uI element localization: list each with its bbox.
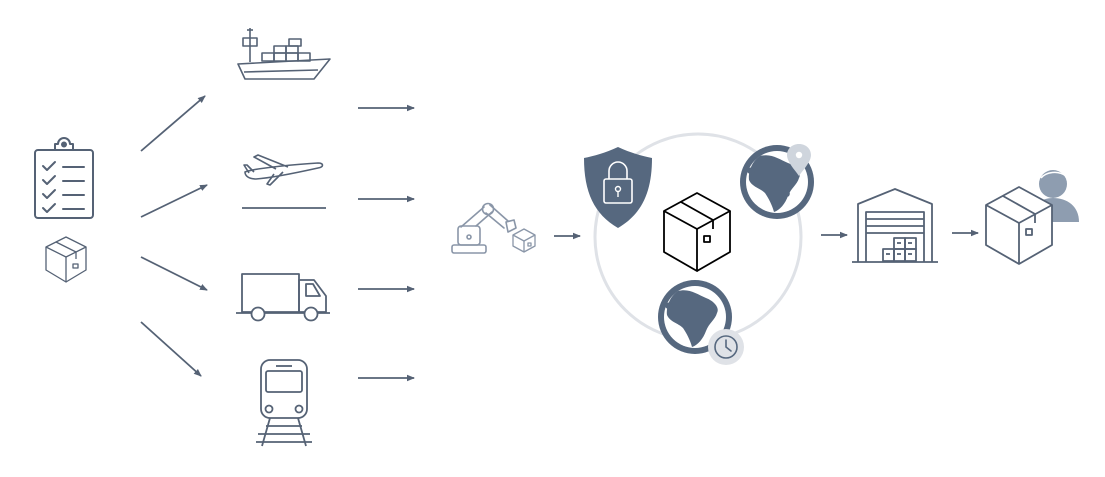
dispatch-arrows xyxy=(140,95,208,377)
warehouse-icon xyxy=(852,188,938,263)
arrow-to-road xyxy=(140,256,208,291)
arrow-to-air xyxy=(140,184,208,218)
package-box-icon xyxy=(663,192,731,272)
cargo-ship-icon xyxy=(237,28,331,80)
truck-icon xyxy=(236,273,330,322)
arrow-to-rail xyxy=(140,321,202,377)
train-icon xyxy=(256,359,312,447)
clipboard-checklist-icon xyxy=(34,137,94,219)
globe-clock-icon xyxy=(658,280,744,365)
arrow-to-sea xyxy=(140,95,206,152)
robot-arm-icon xyxy=(451,202,517,254)
customer-package-icon xyxy=(985,186,1053,265)
small-parcel-icon xyxy=(45,236,87,283)
globe-location-icon xyxy=(740,144,814,219)
mode-arrows xyxy=(358,104,415,382)
airplane-icon xyxy=(243,154,324,186)
robot-held-parcel-icon xyxy=(512,228,536,253)
shield-lock-icon xyxy=(584,147,652,228)
